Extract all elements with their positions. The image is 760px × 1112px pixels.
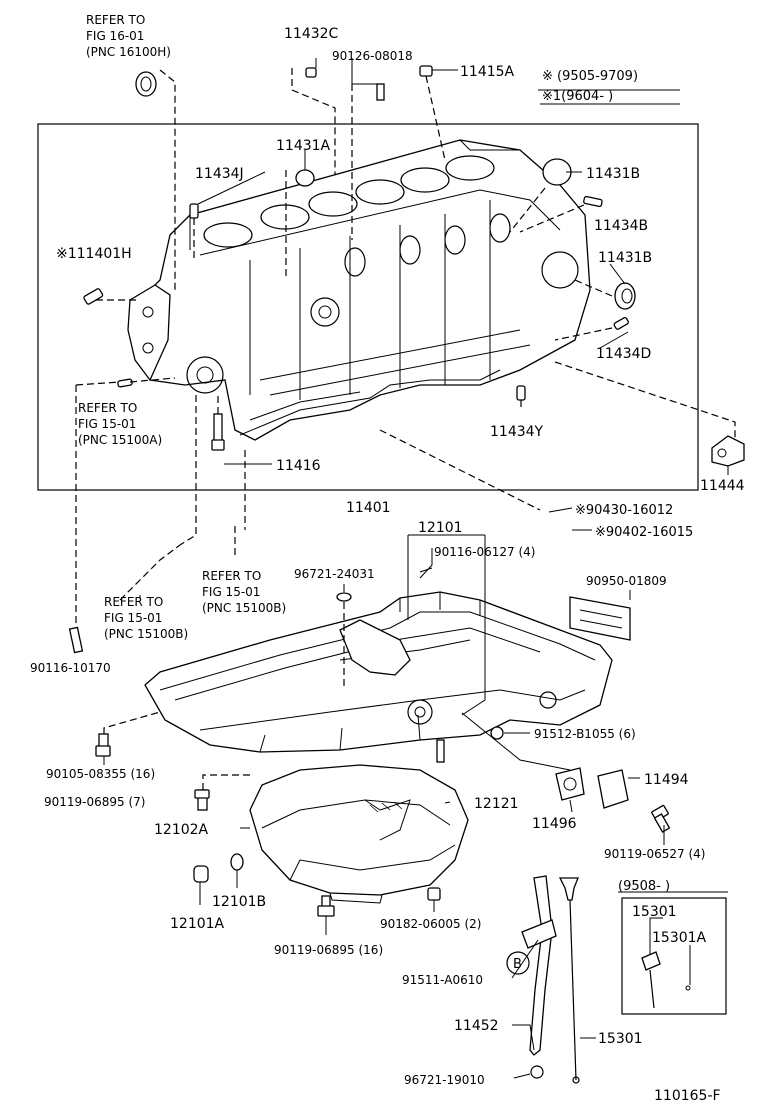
part-91512-illustration bbox=[436, 726, 504, 763]
oil-pan-lower-illustration bbox=[249, 764, 469, 904]
label-12121: 12121 bbox=[474, 796, 519, 812]
oil-baffle-illustration bbox=[339, 619, 411, 676]
block-leader-lines bbox=[75, 58, 736, 628]
label-90116-06127: 90116-06127 (4) bbox=[434, 545, 536, 559]
pan-leader-lines bbox=[103, 525, 665, 1079]
label-11401: 11401 bbox=[346, 500, 391, 516]
label-11444: 11444 bbox=[700, 478, 745, 494]
cylinder-block-group-frame bbox=[37, 123, 699, 491]
label-note-9505-9709: ※ (9505-9709) bbox=[542, 69, 638, 84]
label-12102A: 12102A bbox=[154, 822, 209, 838]
pan-small-parts bbox=[193, 853, 441, 917]
label-96721-24031: 96721-24031 bbox=[294, 567, 375, 581]
label-refer-15b-line2: FIG 15-01 bbox=[202, 585, 260, 599]
label-90126-08018: 90126-08018 bbox=[332, 49, 413, 63]
part-90119-06527-illustration bbox=[651, 804, 671, 833]
part-11494-illustration bbox=[597, 769, 629, 809]
label-refer-15a-line3: (PNC 15100A) bbox=[78, 433, 162, 447]
label-90105-08355: 90105-08355 (16) bbox=[46, 767, 155, 781]
label-11416: 11416 bbox=[276, 458, 321, 474]
label-91511-A0610: 91511-A0610 bbox=[402, 973, 483, 987]
label-refer-16-line2: FIG 16-01 bbox=[86, 29, 144, 43]
label-90182-06005: 90182-06005 (2) bbox=[380, 917, 482, 931]
label-11432C: 11432C bbox=[284, 26, 339, 42]
dipstick-inset-illustration bbox=[641, 917, 691, 1009]
label-90402-16015: ※90402-16015 bbox=[595, 525, 693, 540]
label-refer-15b2-line2: FIG 15-01 bbox=[104, 611, 162, 625]
label-refer-15a-line1: REFER TO bbox=[78, 401, 137, 415]
label-11434Y: 11434Y bbox=[490, 424, 544, 440]
label-90119-06527: 90119-06527 (4) bbox=[604, 847, 706, 861]
label-90119-06895-7: 90119-06895 (7) bbox=[44, 795, 146, 809]
label-12101A: 12101A bbox=[170, 916, 225, 932]
label-11431A: 11431A bbox=[276, 138, 331, 154]
part-11444-illustration bbox=[711, 435, 745, 467]
label-15301: 15301 bbox=[598, 1031, 643, 1047]
label-11434D: 11434D bbox=[596, 346, 651, 362]
label-figure-id: 110165-F bbox=[654, 1088, 721, 1104]
label-note-9604: ※1(9604- ) bbox=[542, 89, 613, 104]
label-96721-19010: 96721-19010 bbox=[404, 1073, 485, 1087]
label-11434J: 11434J bbox=[195, 166, 244, 182]
part-90119-06895-7-illustration bbox=[194, 789, 210, 811]
label-date-range-9508: (9508- ) bbox=[618, 879, 670, 894]
label-11431B-mid: 11431B bbox=[598, 250, 652, 266]
cylinder-block-illustration bbox=[127, 139, 591, 441]
label-111401H: ※111401H bbox=[56, 246, 132, 262]
label-15301-inset: 15301 bbox=[632, 904, 677, 920]
part-90950-illustration bbox=[569, 596, 631, 641]
label-11415A: 11415A bbox=[460, 64, 515, 80]
label-11434B: 11434B bbox=[594, 218, 648, 234]
part-11496-illustration bbox=[555, 767, 585, 801]
label-12101B: 12101B bbox=[212, 894, 266, 910]
label-91512-B1055: 91512-B1055 (6) bbox=[534, 727, 636, 741]
label-90119-06895-16: 90119-06895 (16) bbox=[274, 943, 383, 957]
label-11494: 11494 bbox=[644, 772, 689, 788]
block-small-parts bbox=[83, 65, 636, 451]
label-12101: 12101 bbox=[418, 520, 463, 536]
label-circle-b: B bbox=[513, 957, 522, 972]
label-refer-15b-line1: REFER TO bbox=[202, 569, 261, 583]
part-96721-24031-illustration bbox=[336, 592, 352, 602]
label-15301A: 15301A bbox=[652, 930, 707, 946]
label-refer-15b2-line1: REFER TO bbox=[104, 595, 163, 609]
label-refer-15b-line3: (PNC 15100B) bbox=[202, 601, 286, 615]
label-90430-16012: ※90430-16012 bbox=[575, 503, 673, 518]
label-90116-10170: 90116-10170 bbox=[30, 661, 111, 675]
label-refer-15b2-line3: (PNC 15100B) bbox=[104, 627, 188, 641]
label-90950-01809: 90950-01809 bbox=[586, 574, 667, 588]
dipstick-inset-frame bbox=[621, 897, 727, 1015]
reference-b-circle bbox=[506, 951, 530, 975]
label-11452: 11452 bbox=[454, 1018, 499, 1034]
label-refer-15a-line2: FIG 15-01 bbox=[78, 417, 136, 431]
label-refer-16-line1: REFER TO bbox=[86, 13, 145, 27]
label-11496: 11496 bbox=[532, 816, 577, 832]
dipstick-illustration bbox=[521, 875, 580, 1084]
part-90105-illustration bbox=[95, 733, 111, 757]
label-refer-16-line3: (PNC 16100H) bbox=[86, 45, 171, 59]
part-90116-10170-illustration bbox=[68, 626, 84, 654]
label-11431B-top: 11431B bbox=[586, 166, 640, 182]
labels: REFER TO FIG 16-01 (PNC 16100H) 11432C 9… bbox=[30, 13, 745, 1104]
